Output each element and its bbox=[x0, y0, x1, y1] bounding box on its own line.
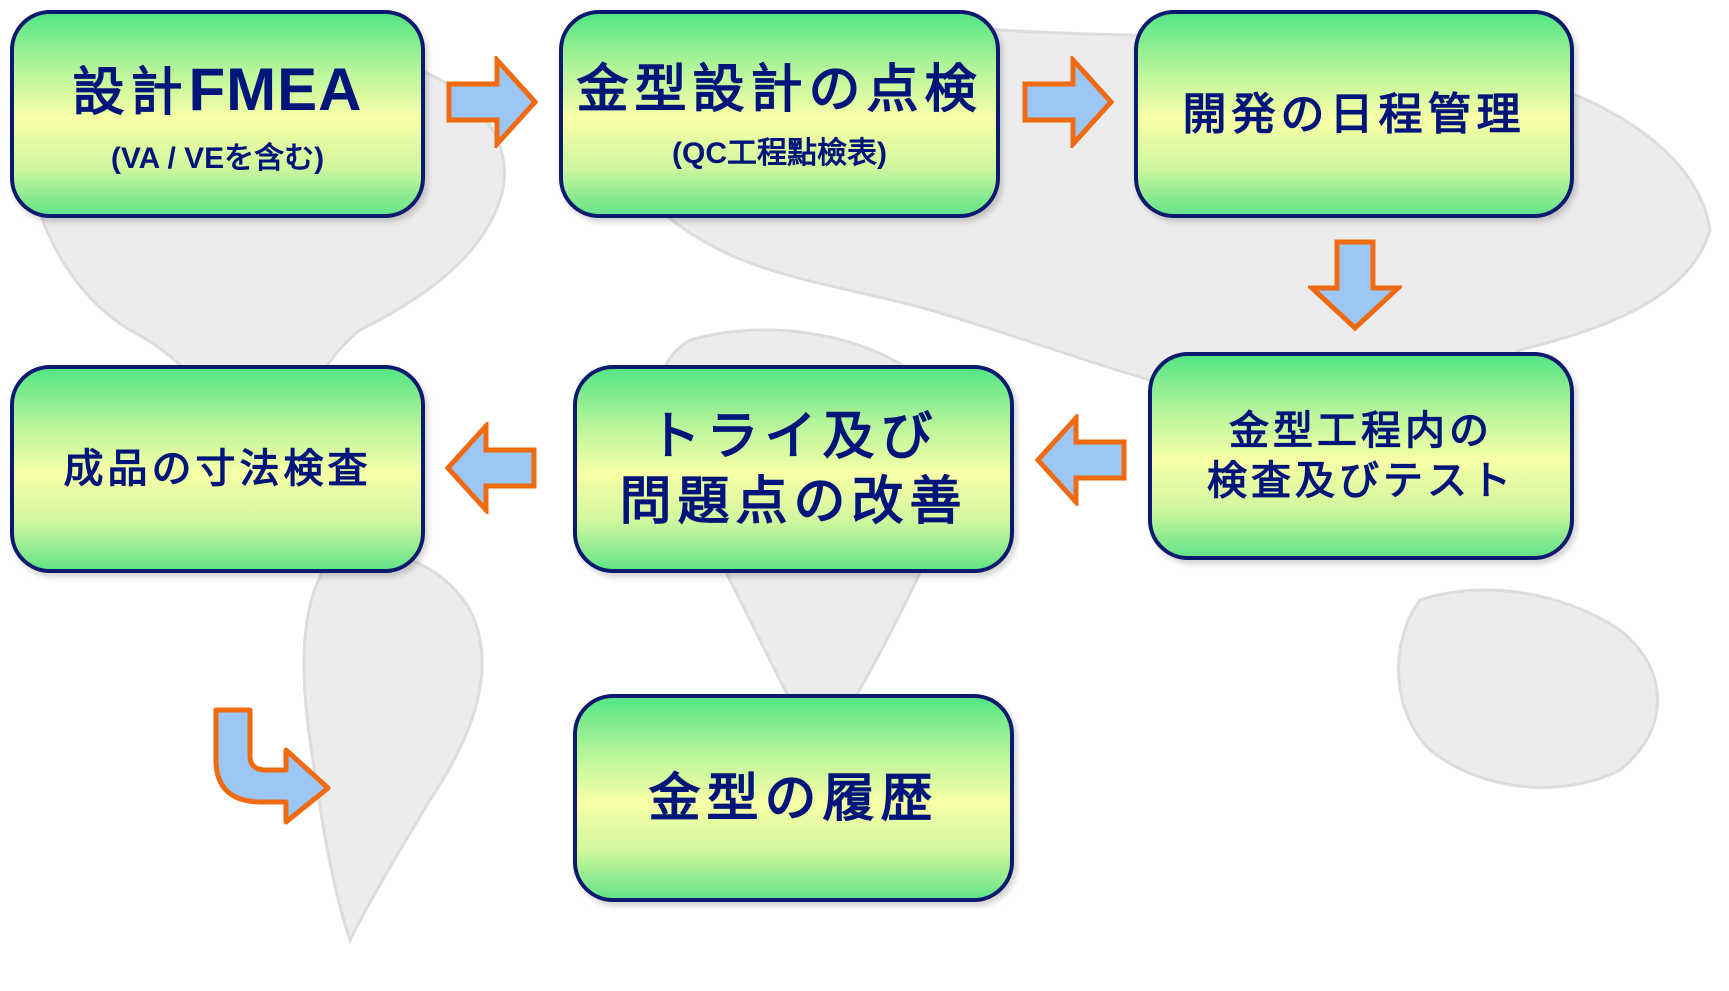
trial-improve-box: トライ及び 問題点の改善 bbox=[573, 365, 1014, 573]
arrow-right-icon bbox=[446, 56, 539, 148]
in-process-test-line1: 金型工程内の bbox=[1229, 407, 1493, 454]
design-fmea-title: 設計FMEA bbox=[73, 52, 363, 127]
arrow-left-icon bbox=[1034, 414, 1127, 506]
mold-design-check-box: 金型設計の点検 (QC工程點檢表) bbox=[559, 10, 1000, 218]
trial-improve-line2: 問題点の改善 bbox=[619, 471, 968, 532]
design-fmea-box: 設計FMEA (VA / VEを含む) bbox=[10, 10, 425, 218]
in-process-test-line2: 検査及びテスト bbox=[1207, 457, 1515, 504]
mold-design-check-label: 金型設計の点検 bbox=[576, 58, 983, 120]
design-fmea-label-ja: 設計 bbox=[72, 61, 189, 123]
mold-history-box: 金型の履歴 bbox=[573, 694, 1014, 902]
arrow-down-icon bbox=[1308, 239, 1402, 332]
dev-schedule-box: 開発の日程管理 bbox=[1134, 10, 1574, 218]
mold-design-check-sublabel: (QC工程點檢表) bbox=[672, 136, 887, 170]
dimension-check-label: 成品の寸法検査 bbox=[63, 445, 372, 492]
mold-history-label: 金型の履歴 bbox=[648, 767, 939, 829]
trial-improve-line1: トライ及び bbox=[648, 406, 939, 467]
design-fmea-sublabel: (VA / VEを含む) bbox=[110, 141, 325, 175]
arrow-right-icon bbox=[1022, 56, 1115, 148]
dev-schedule-label: 開発の日程管理 bbox=[1182, 88, 1526, 140]
arrow-left-icon bbox=[444, 422, 537, 514]
dimension-check-box: 成品の寸法検査 bbox=[10, 365, 425, 573]
design-fmea-label-latin: FMEA bbox=[188, 55, 363, 123]
in-process-test-box: 金型工程内の 検査及びテスト bbox=[1148, 352, 1574, 560]
curved-arrow-icon bbox=[213, 707, 331, 825]
